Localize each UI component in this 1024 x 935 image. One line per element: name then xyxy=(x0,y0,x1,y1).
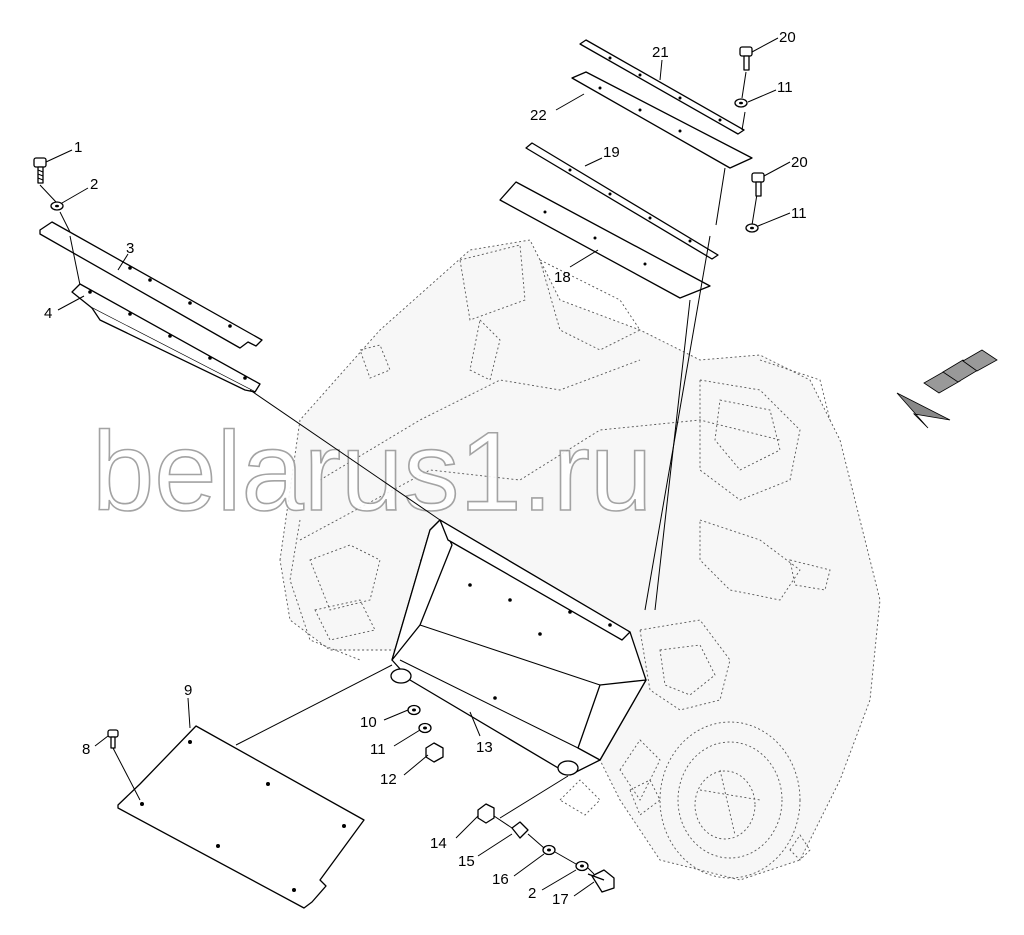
part-2-washer-lower xyxy=(575,860,589,872)
part-11-washer-upper xyxy=(734,98,748,108)
callout-leaders xyxy=(45,37,791,897)
callout-8: 8 xyxy=(82,741,90,758)
part-11-washer-lower xyxy=(745,223,759,233)
callout-12: 12 xyxy=(380,771,397,788)
part-15-clip xyxy=(511,821,529,839)
callout-14: 14 xyxy=(430,835,447,852)
part-22-plate xyxy=(571,71,753,169)
part-14-nut xyxy=(477,803,495,824)
machine-frame-outline xyxy=(279,239,881,881)
callout-15: 15 xyxy=(458,853,475,870)
callout-4: 4 xyxy=(44,305,52,322)
part-19-strip xyxy=(525,142,719,260)
callout-22: 22 xyxy=(530,107,547,124)
callout-18: 18 xyxy=(554,269,571,286)
callout-10: 10 xyxy=(360,714,377,731)
callout-20-upper: 20 xyxy=(779,29,796,46)
callout-17: 17 xyxy=(552,891,569,908)
part-12-nut xyxy=(425,742,444,763)
part-21-strip xyxy=(579,39,745,135)
part-1-bolt xyxy=(33,157,47,184)
callout-13: 13 xyxy=(476,739,493,756)
callout-20-lower: 20 xyxy=(791,154,808,171)
part-2-washer xyxy=(50,201,64,211)
part-16-washer xyxy=(542,844,556,856)
part-18-plate xyxy=(499,181,711,299)
part-10-washer xyxy=(407,704,421,716)
callout-16: 16 xyxy=(492,871,509,888)
callout-1: 1 xyxy=(74,139,82,156)
callout-labels: 1 2 3 4 8 9 10 11 12 13 14 15 16 2 17 18… xyxy=(44,29,808,908)
part-13-shroud xyxy=(390,519,647,776)
callout-11-upper: 11 xyxy=(777,79,793,96)
part-11-washer-mid xyxy=(418,722,432,734)
part-4-plate xyxy=(71,283,261,393)
watermark-text: belarus1.ru xyxy=(92,409,652,534)
part-8-bolt xyxy=(107,729,119,749)
callout-11-mid: 11 xyxy=(370,741,386,758)
callout-21: 21 xyxy=(652,44,669,61)
part-20-bolt-lower xyxy=(751,172,765,197)
callout-3: 3 xyxy=(126,240,134,257)
part-17-bolt xyxy=(587,869,615,893)
callout-19: 19 xyxy=(603,144,620,161)
part-20-bolt-upper xyxy=(739,46,753,71)
callout-2-upper: 2 xyxy=(90,176,98,193)
callout-11-lower: 11 xyxy=(791,205,807,222)
part-9-plate xyxy=(117,725,365,909)
callout-9: 9 xyxy=(184,682,192,699)
callout-2-lower: 2 xyxy=(528,885,536,902)
view-direction-arrow-icon xyxy=(896,349,998,429)
